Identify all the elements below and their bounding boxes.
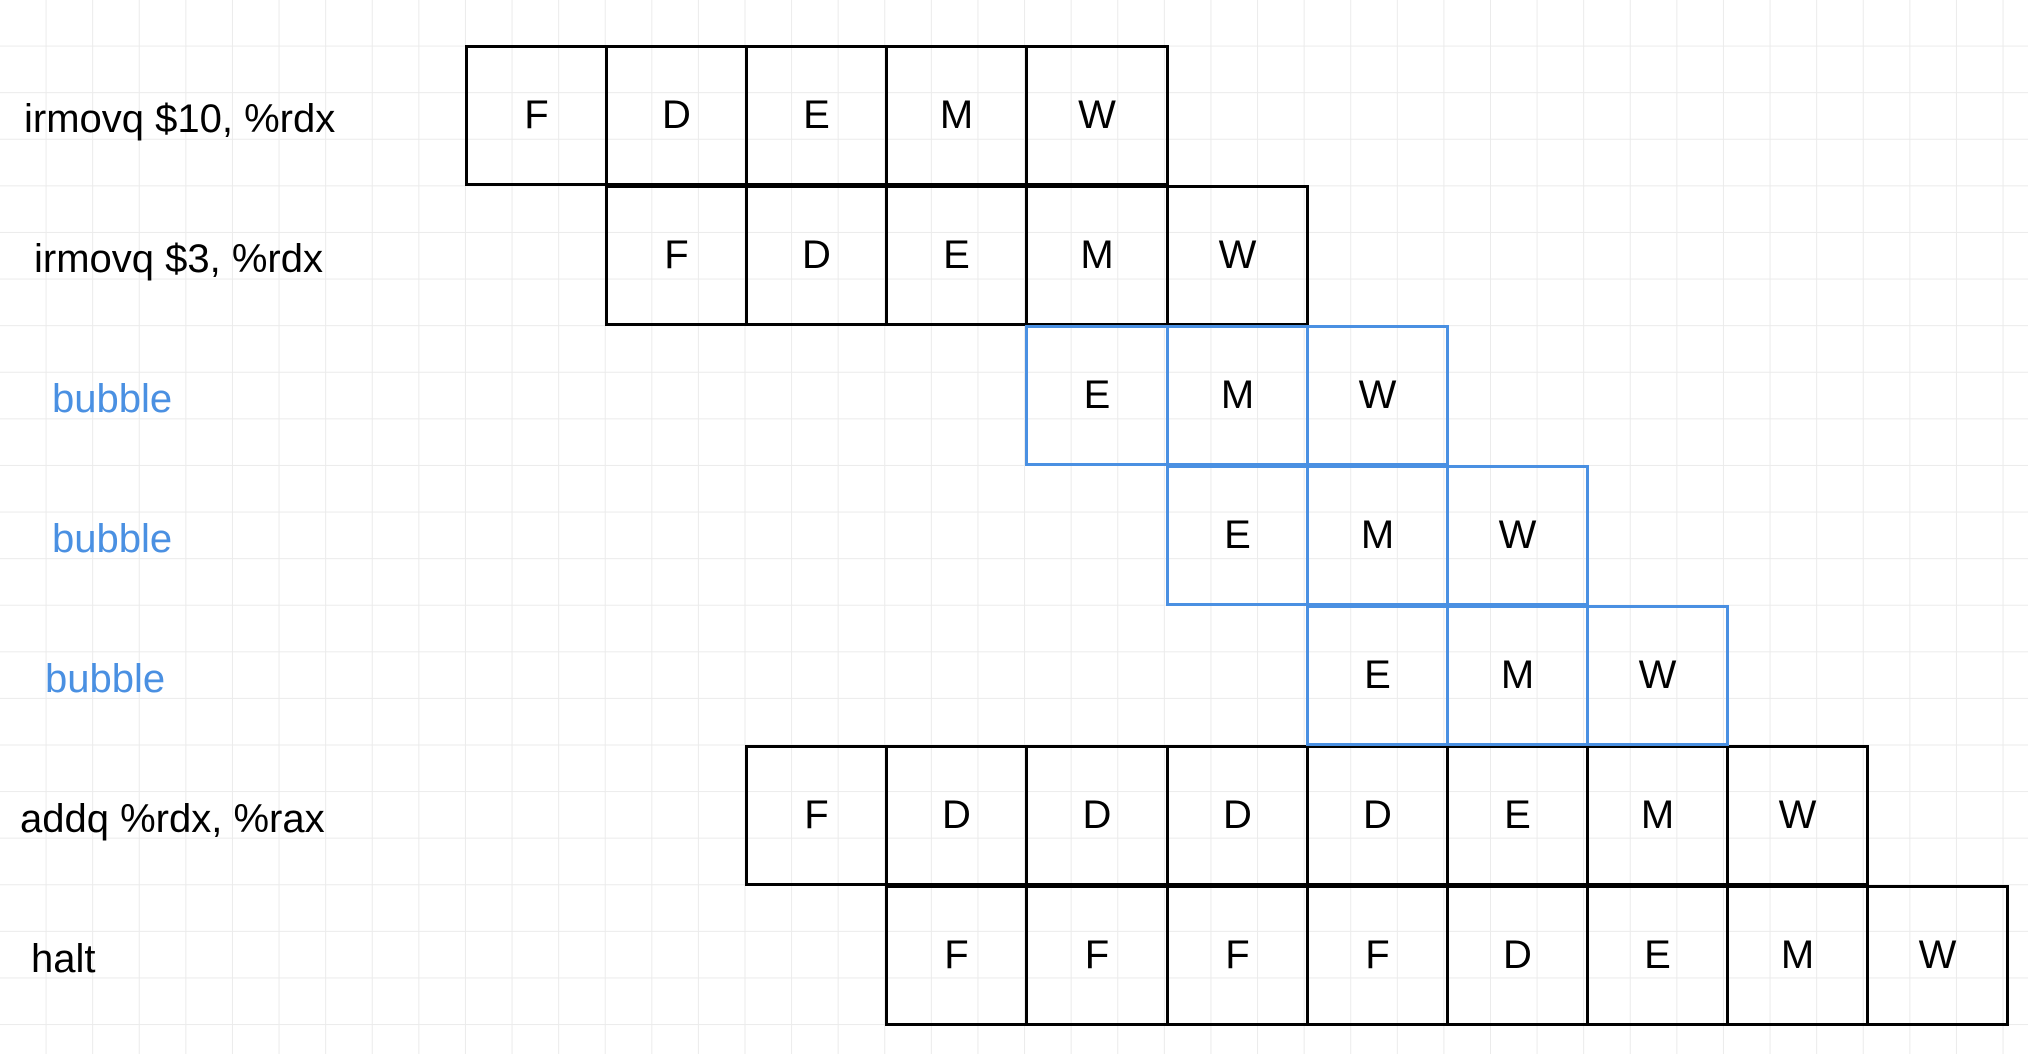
stage-cell-row3-cycle7-W: W <box>1446 465 1589 606</box>
stage-cell-row4-cycle6-E: E <box>1306 605 1449 746</box>
stage-cell-row0-cycle4-W: W <box>1025 45 1169 186</box>
stage-cell-row5-cycle4-D: D <box>1025 745 1169 886</box>
stage-cell-row5-cycle6-D: D <box>1306 745 1449 886</box>
stage-cell-row0-cycle1-D: D <box>605 45 748 186</box>
row-label-bubble-1: bubble <box>52 377 173 421</box>
stage-cell-row6-cycle4-F: F <box>1025 885 1169 1026</box>
stage-cell-row6-cycle3-F: F <box>885 885 1028 1026</box>
row-label-halt: halt <box>31 937 96 981</box>
stage-cell-row6-cycle7-D: D <box>1446 885 1589 1026</box>
stage-cell-row4-cycle8-W: W <box>1586 605 1729 746</box>
row-label-bubble-3: bubble <box>45 657 166 701</box>
stage-cell-row6-cycle8-E: E <box>1586 885 1729 1026</box>
stage-cell-row1-cycle1-F: F <box>605 185 748 326</box>
stage-cell-row5-cycle9-W: W <box>1726 745 1869 886</box>
stage-cell-row2-cycle6-W: W <box>1306 325 1449 466</box>
stage-cell-row2-cycle4-E: E <box>1025 325 1169 466</box>
stage-cell-row5-cycle2-F: F <box>745 745 888 886</box>
stage-cell-row0-cycle0-F: F <box>465 45 608 186</box>
stage-cell-row6-cycle5-F: F <box>1166 885 1309 1026</box>
stage-cell-row4-cycle7-M: M <box>1446 605 1589 746</box>
row-label-addq: addq %rdx, %rax <box>20 797 325 841</box>
stage-cell-row1-cycle4-M: M <box>1025 185 1169 326</box>
stage-cell-row6-cycle9-M: M <box>1726 885 1869 1026</box>
stage-cell-row5-cycle3-D: D <box>885 745 1028 886</box>
stage-cell-row6-cycle10-W: W <box>1866 885 2009 1026</box>
stage-cell-row3-cycle6-M: M <box>1306 465 1449 606</box>
stage-cell-row6-cycle6-F: F <box>1306 885 1449 1026</box>
stage-cell-row0-cycle2-E: E <box>745 45 888 186</box>
stage-cell-row1-cycle2-D: D <box>745 185 888 326</box>
stage-cell-row3-cycle5-E: E <box>1166 465 1309 606</box>
row-label-bubble-2: bubble <box>52 517 173 561</box>
stage-cell-row5-cycle8-M: M <box>1586 745 1729 886</box>
stage-cell-row1-cycle3-E: E <box>885 185 1028 326</box>
stage-cell-row5-cycle5-D: D <box>1166 745 1309 886</box>
row-label-irmovq-10: irmovq $10, %rdx <box>24 97 336 141</box>
stage-cell-row5-cycle7-E: E <box>1446 745 1589 886</box>
stage-cell-row2-cycle5-M: M <box>1166 325 1309 466</box>
row-label-irmovq-3: irmovq $3, %rdx <box>34 237 323 281</box>
stage-cell-row0-cycle3-M: M <box>885 45 1028 186</box>
stage-cell-row1-cycle5-W: W <box>1166 185 1309 326</box>
